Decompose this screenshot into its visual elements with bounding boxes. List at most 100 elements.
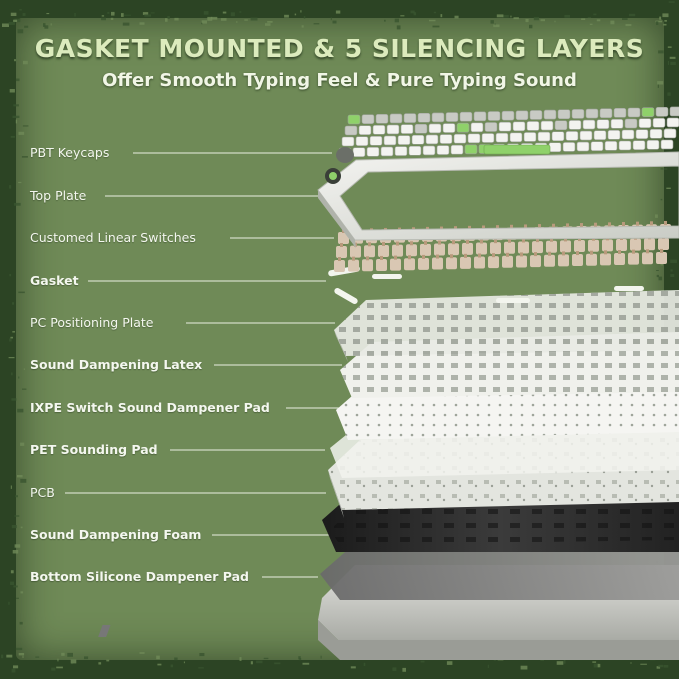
- layer-label-pcb: PCB: [30, 485, 55, 500]
- keycap: [607, 130, 621, 140]
- grunge-speck: [67, 652, 73, 657]
- keycap: [509, 132, 523, 143]
- grunge-speck: [663, 665, 669, 668]
- grunge-speck: [454, 15, 459, 19]
- grunge-speck: [670, 274, 675, 277]
- keycap: [548, 142, 562, 153]
- grunge-speck: [22, 13, 26, 16]
- grunge-speck: [22, 388, 27, 390]
- grunge-speck: [250, 661, 253, 665]
- switch: [406, 241, 417, 257]
- grunge-speck: [183, 661, 185, 664]
- grunge-speck: [533, 16, 539, 21]
- switch: [600, 250, 611, 266]
- grunge-speck: [301, 25, 304, 28]
- grunge-speck: [18, 291, 25, 294]
- grunge-speck: [655, 20, 663, 23]
- keycap: [397, 135, 411, 145]
- grunge-speck: [10, 12, 17, 16]
- keycap: [582, 119, 596, 130]
- grunge-speck: [660, 198, 663, 201]
- keycap: [540, 120, 554, 131]
- grunge-speck: [440, 14, 443, 18]
- grunge-speck: [11, 372, 13, 376]
- keycap: [383, 135, 397, 146]
- keycap: [585, 108, 599, 119]
- grunge-speck: [622, 18, 628, 20]
- grunge-speck: [199, 653, 205, 657]
- switch: [364, 242, 375, 258]
- keycap: [422, 145, 436, 156]
- keycap: [361, 114, 375, 124]
- grunge-speck: [670, 61, 676, 65]
- layer-label-pet-pad: PET Sounding Pad: [30, 442, 158, 457]
- grunge-speck: [174, 657, 178, 661]
- keycap: [450, 144, 464, 155]
- grunge-speck: [10, 336, 13, 339]
- grunge-speck: [350, 666, 356, 669]
- grunge-speck: [167, 16, 170, 19]
- switch: [532, 238, 543, 254]
- keycap: [576, 141, 590, 152]
- grunge-speck: [144, 14, 152, 17]
- grunge-speck: [658, 276, 663, 281]
- keycap: [375, 114, 389, 124]
- keycap: [669, 106, 679, 117]
- keycap: [613, 108, 627, 118]
- switch: [586, 250, 597, 266]
- keycap: [341, 136, 355, 147]
- grunge-speck: [50, 23, 52, 26]
- keycap: [599, 108, 613, 118]
- keycap: [347, 114, 361, 125]
- keycap: [632, 140, 646, 150]
- layer-label-ixpe-pad: IXPE Switch Sound Dampener Pad: [30, 400, 270, 415]
- switch: [448, 240, 459, 256]
- grunge-speck: [392, 667, 397, 671]
- grunge-speck: [596, 19, 601, 22]
- grunge-speck: [142, 12, 149, 15]
- keycap: [436, 145, 450, 155]
- keycap: [604, 141, 618, 151]
- grunge-speck: [17, 29, 24, 34]
- switch: [656, 248, 667, 264]
- grunge-speck: [198, 667, 204, 669]
- grunge-speck: [274, 662, 281, 665]
- grunge-speck: [396, 25, 401, 30]
- grunge-speck: [74, 12, 76, 17]
- keycap: [411, 134, 425, 145]
- grunge-speck: [13, 665, 19, 669]
- keycap: [386, 124, 400, 135]
- keycap: [543, 109, 557, 120]
- keycap: [501, 110, 515, 121]
- grunge-speck: [525, 18, 529, 23]
- switch: [446, 254, 457, 270]
- grunge-speck: [106, 659, 110, 662]
- grunge-speck: [8, 601, 10, 605]
- grunge-speck: [656, 21, 659, 25]
- grunge-speck: [265, 23, 271, 26]
- keycap: [344, 125, 358, 136]
- grunge-speck: [529, 24, 533, 29]
- grunge-speck: [330, 17, 332, 21]
- grunge-speck: [2, 23, 9, 27]
- grunge-speck: [239, 11, 242, 13]
- grunge-speck: [44, 25, 49, 29]
- grunge-speck: [14, 515, 20, 517]
- switch: [420, 240, 431, 256]
- keycap: [459, 111, 473, 122]
- grunge-speck: [165, 18, 168, 22]
- switch: [628, 249, 639, 265]
- grunge-speck: [101, 17, 106, 21]
- grunge-speck: [496, 14, 504, 18]
- grunge-speck: [663, 23, 667, 26]
- grunge-speck: [267, 21, 273, 23]
- layer-label-switches: Customed Linear Switches: [30, 230, 196, 245]
- grunge-speck: [658, 664, 664, 668]
- keycap: [663, 128, 677, 139]
- keycap: [590, 141, 604, 151]
- keycap: [565, 131, 579, 141]
- grunge-speck: [207, 16, 213, 21]
- grunge-speck: [20, 526, 23, 529]
- grunge-speck: [657, 84, 659, 88]
